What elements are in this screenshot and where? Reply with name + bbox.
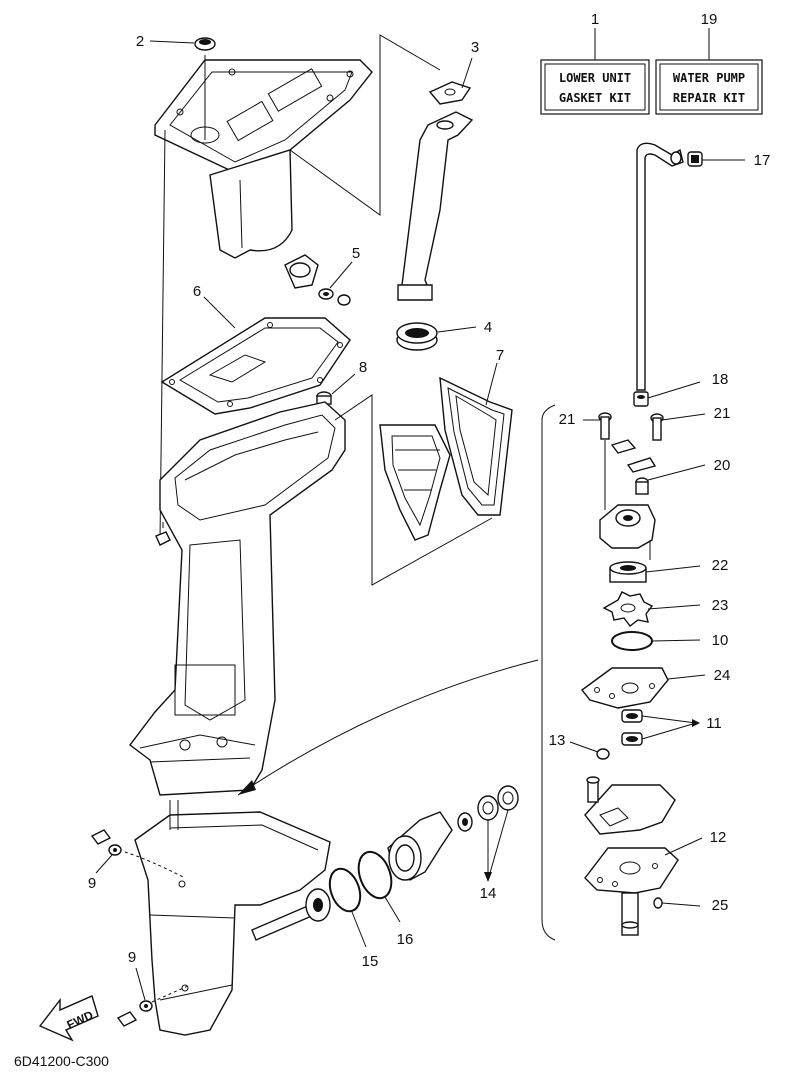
kit-1-line2: GASKET KIT: [559, 91, 631, 105]
part-16-o-ring: [357, 850, 393, 900]
part-15-o-ring: [328, 867, 362, 913]
callout-15: 15: [362, 953, 379, 970]
callout-19: 19: [701, 11, 718, 28]
part-14-oil-seal-2: [497, 785, 519, 811]
part-13-o-ring: [596, 748, 610, 760]
callout-4: 4: [484, 319, 492, 336]
part-11-bearing-lower: [621, 732, 643, 746]
kit-19-line1: WATER PUMP: [673, 71, 745, 85]
part-6-gasket: [160, 317, 351, 415]
callout-22: 22: [712, 557, 729, 574]
part-4-seal: [396, 322, 438, 351]
part-25-pin: [653, 897, 663, 909]
part-18-seal: [633, 391, 649, 407]
part-22-insert-cartridge: [609, 561, 647, 583]
callout-24: 24: [714, 667, 731, 684]
callout-21-right: 21: [714, 405, 731, 422]
callout-3: 3: [471, 39, 479, 56]
callout-8: 8: [359, 359, 367, 376]
part-21-bolt-left: [598, 412, 612, 510]
part-14-oil-seal-1: [477, 795, 499, 821]
part-2-grommet: [194, 37, 216, 51]
fwd-arrow: FWD: [38, 995, 99, 1042]
callout-9-lower: 9: [128, 949, 136, 966]
part-7-seal: [439, 376, 513, 516]
kit-1-line1: LOWER UNIT: [559, 71, 631, 85]
part-23-impeller: [602, 591, 654, 627]
part-24-outer-plate: [580, 667, 669, 709]
callout-16: 16: [397, 931, 414, 948]
part-20-insert: [635, 477, 649, 495]
callout-12: 12: [710, 829, 727, 846]
lower-casing: [134, 800, 331, 1036]
part-11-bearing-upper: [621, 709, 643, 723]
drive-shaft-stub: [621, 892, 639, 936]
exhaust-pipe: [397, 111, 474, 301]
water-tube: [636, 142, 684, 391]
exhaust-guide-plate: [154, 59, 373, 259]
pump-base: [584, 776, 676, 835]
drawing-code: 6D41200-C300: [14, 1053, 109, 1069]
callout-9-upper: 9: [88, 875, 96, 892]
callout-1: 1: [591, 11, 599, 28]
callout-18: 18: [712, 371, 729, 388]
part-9-bolt-lower: [116, 1000, 153, 1027]
part-21-bolt-right: [650, 413, 664, 441]
bearing-housing: [387, 811, 453, 881]
callout-5: 5: [352, 245, 360, 262]
rear-bearing: [457, 812, 473, 832]
water-pump-repair-kit-box: WATER PUMP REPAIR KIT 19: [655, 11, 763, 115]
callout-14: 14: [480, 885, 497, 902]
part-17-grommet: [687, 151, 703, 167]
casing-bolt: [155, 522, 171, 546]
callout-2: 2: [136, 33, 144, 50]
callout-11: 11: [706, 715, 722, 732]
callout-6: 6: [193, 283, 201, 300]
callout-25: 25: [712, 897, 729, 914]
part-9-bolt-upper: [90, 829, 122, 856]
callout-21-left: 21: [559, 411, 576, 428]
part-10-o-ring: [611, 631, 653, 651]
pump-housing: [599, 504, 656, 560]
callout-7: 7: [496, 347, 504, 364]
part-3-pipe-gasket: [428, 81, 472, 105]
part-12-gasket: [584, 847, 679, 894]
propeller-shaft: [251, 888, 331, 941]
part-5-grommet: [284, 254, 351, 306]
callout-23: 23: [712, 597, 729, 614]
kit-19-line2: REPAIR KIT: [673, 91, 745, 105]
upper-casing: [129, 401, 346, 796]
lower-unit-gasket-kit-box: LOWER UNIT GASKET KIT 1: [540, 11, 650, 115]
part-7-cover: [379, 424, 451, 541]
callout-10: 10: [712, 632, 729, 649]
callout-13: 13: [549, 732, 566, 749]
callout-20: 20: [714, 457, 731, 474]
callout-17: 17: [754, 152, 771, 169]
